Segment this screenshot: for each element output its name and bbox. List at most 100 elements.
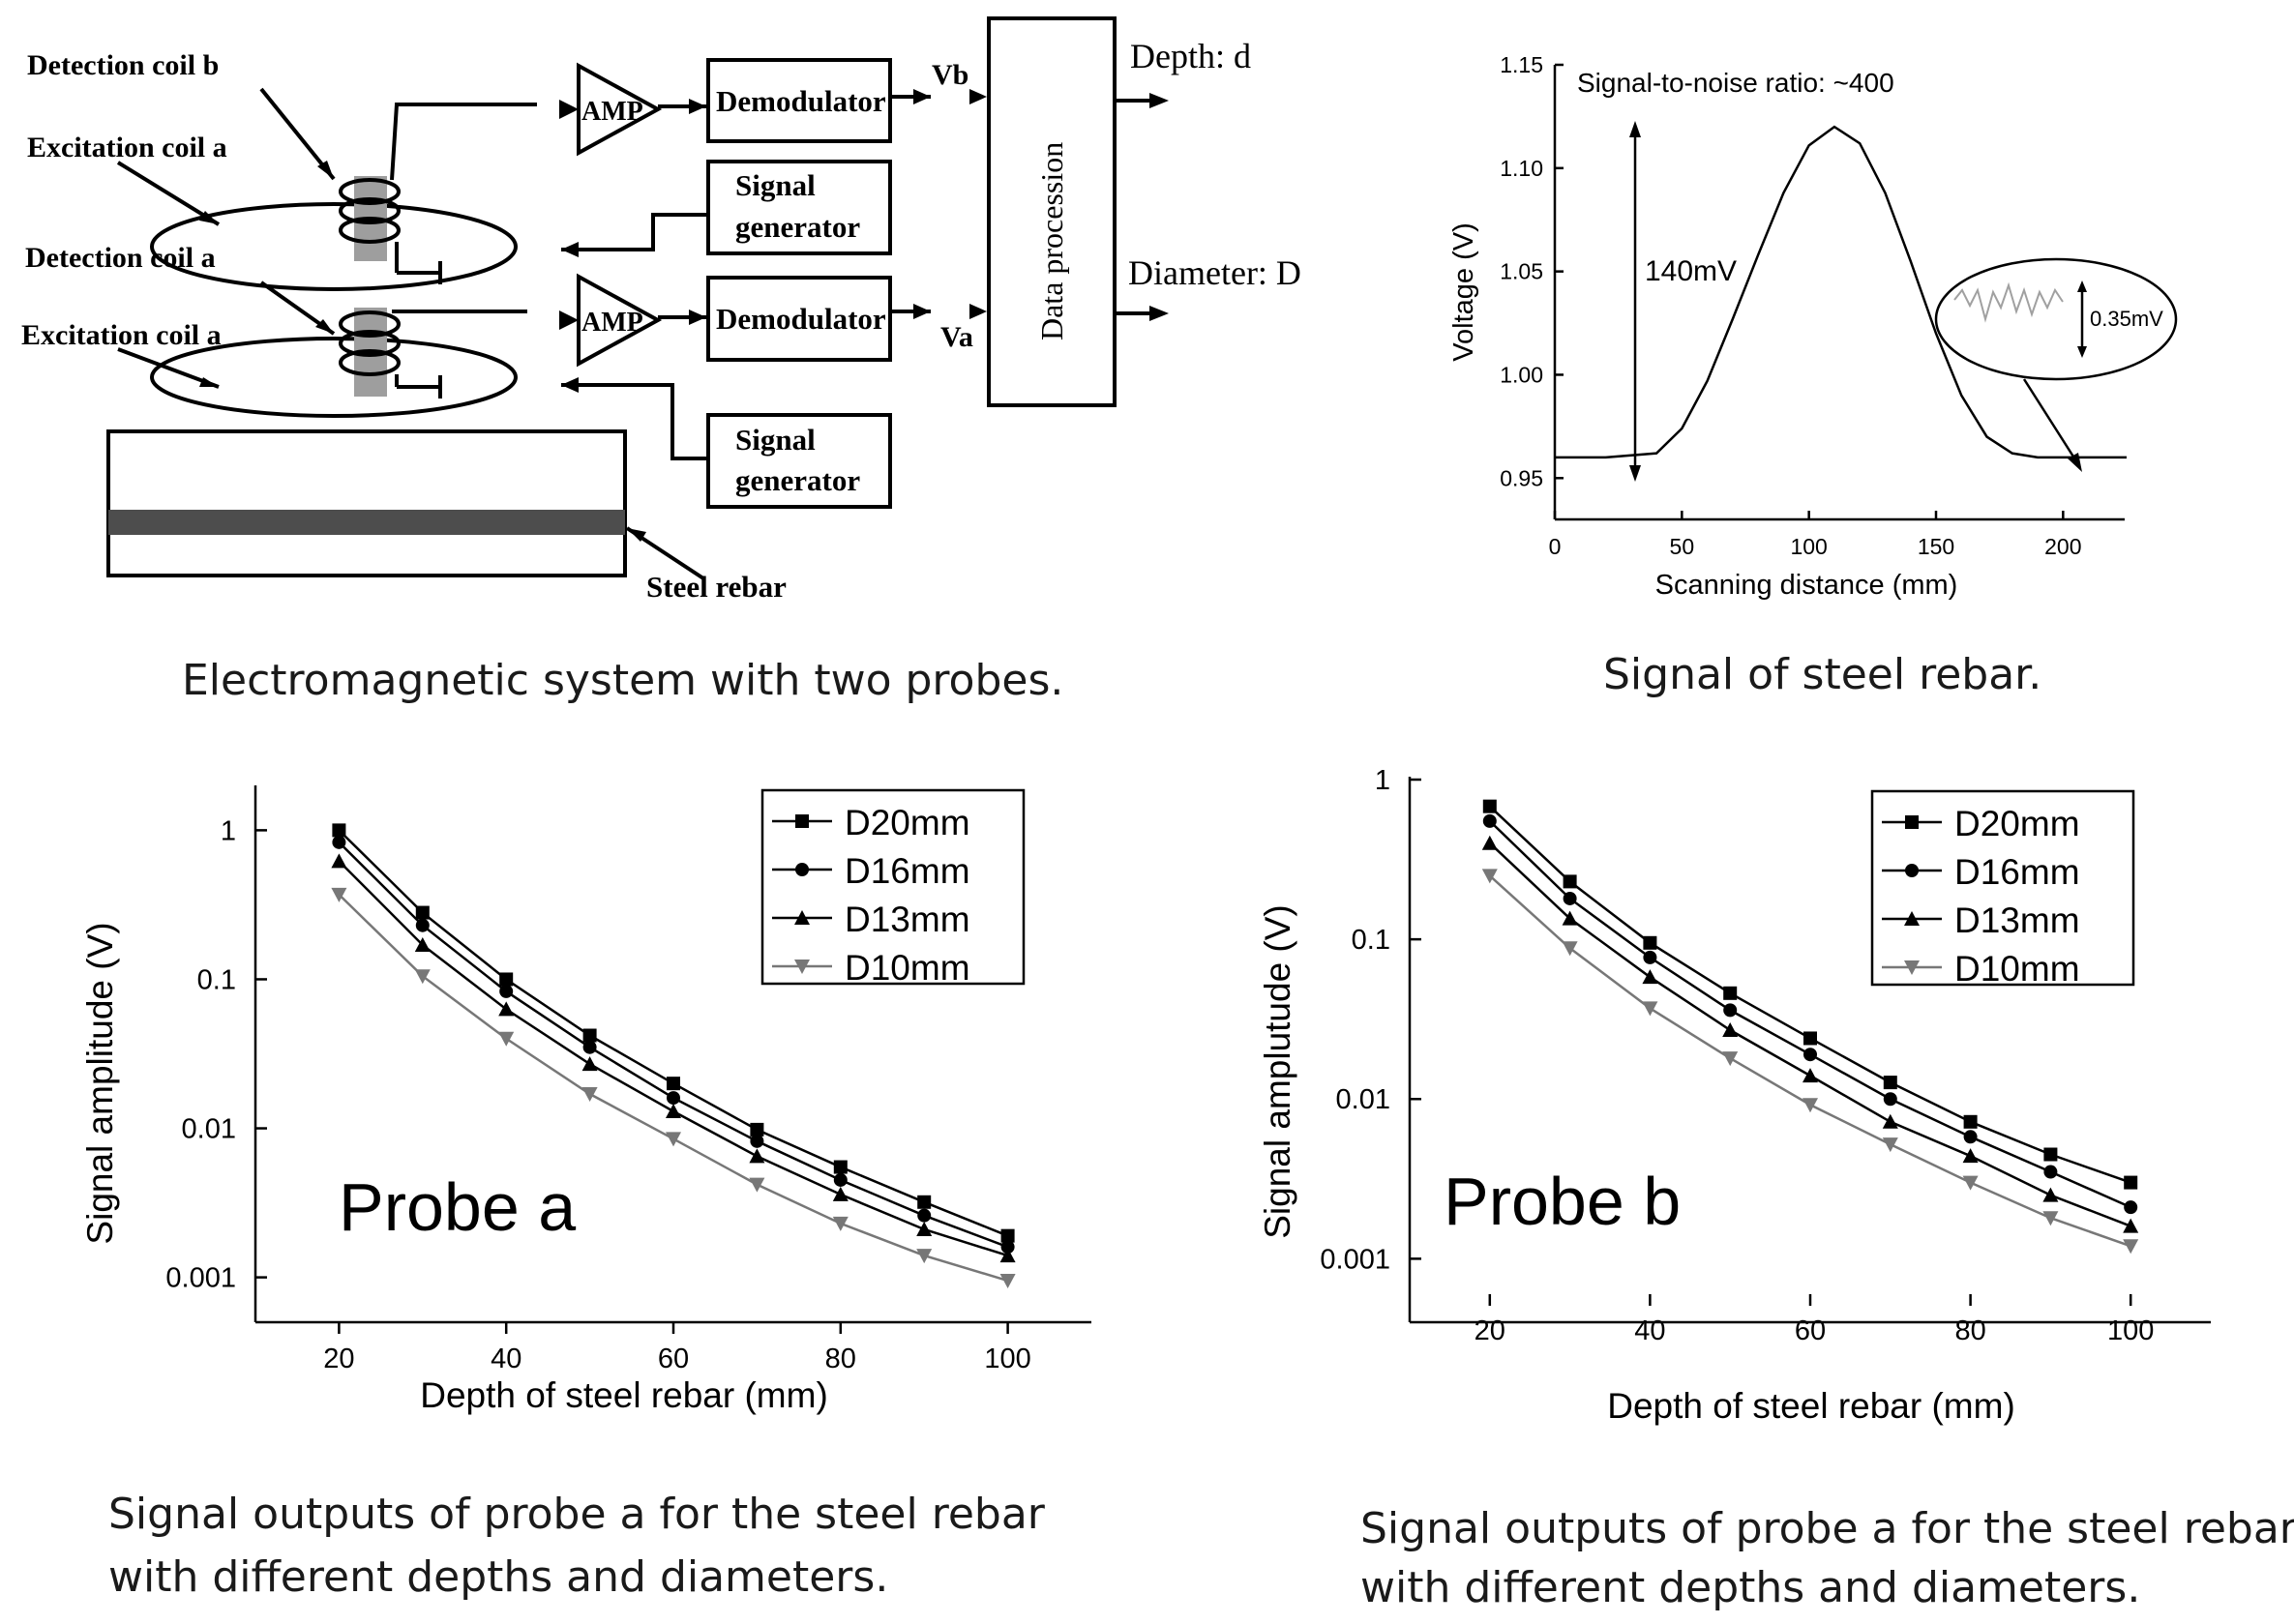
amp-upper-label: AMP (581, 97, 643, 127)
data-point-D16mm (332, 835, 346, 849)
legend-label: D13mm (1954, 901, 2080, 940)
depth-output-label: Depth: d (1130, 37, 1251, 75)
data-point-D13mm (2042, 1187, 2059, 1202)
data-point-D16mm (1723, 1003, 1738, 1018)
data-point-D16mm (1563, 891, 1577, 905)
legend-label: D10mm (845, 948, 970, 988)
data-point-D20mm (833, 1160, 848, 1174)
data-point-D20mm (1000, 1228, 1015, 1243)
label-detection-coil-a: Detection coil a (25, 242, 216, 274)
vb-label: Vb (932, 59, 968, 91)
x-tick-label: 80 (1954, 1315, 1985, 1346)
data-point-D10mm (1962, 1175, 1979, 1191)
x-tick-label: 0 (1549, 534, 1562, 559)
legend-marker (794, 910, 810, 925)
steel-rebar-label: Steel rebar (646, 570, 787, 604)
data-point-D20mm (1563, 874, 1577, 889)
y-tick-label: 0.01 (182, 1114, 236, 1145)
data-point-D13mm (1722, 1022, 1739, 1038)
x-axis-label: Depth of steel rebar (mm) (420, 1375, 828, 1415)
data-point-D20mm (750, 1122, 764, 1137)
excitation-coil-upper (150, 202, 518, 291)
legend-marker (1904, 960, 1920, 975)
legend-marker (1905, 815, 1919, 829)
label-excitation-coil-upper: Excitation coil a (27, 132, 227, 163)
data-point-D16mm (667, 1091, 680, 1106)
label-excitation-coil-lower: Excitation coil a (21, 319, 222, 351)
y-axis-label: Signal amplitude (V) (80, 922, 120, 1244)
y-tick-label: 1 (221, 815, 236, 846)
data-point-D10mm (999, 1274, 1016, 1289)
y-tick-label: 0.01 (1336, 1084, 1390, 1115)
legend-label: D20mm (845, 803, 970, 842)
x-tick-label: 60 (1795, 1315, 1826, 1346)
chart2-caption-line1: Signal outputs of probe a for the steel … (108, 1490, 1046, 1539)
y-tick-label: 0.1 (197, 964, 236, 995)
data-point-D10mm (1722, 1051, 1739, 1067)
data-point-D10mm (581, 1087, 598, 1103)
diameter-output-label: Diameter: D (1128, 253, 1301, 292)
data-point-D10mm (1562, 941, 1578, 957)
legend-box (1870, 789, 2135, 987)
chart2-caption-line2: with different depths and diameters. (108, 1552, 888, 1602)
data-point-D16mm (499, 984, 514, 998)
y-tick-label: 0.95 (1500, 465, 1543, 490)
data-point-D16mm (1883, 1092, 1897, 1107)
data-point-D13mm (749, 1148, 765, 1164)
noise-trace (1953, 281, 2064, 323)
data-point-D20mm (667, 1077, 680, 1091)
data-point-D16mm (833, 1172, 848, 1187)
data-point-D20mm (2043, 1147, 2058, 1162)
data-point-D13mm (1882, 1113, 1898, 1129)
legend-label: D16mm (845, 851, 970, 891)
data-point-D16mm (1000, 1240, 1015, 1255)
data-point-D20mm (1883, 1076, 1897, 1090)
data-point-D16mm (1482, 813, 1497, 828)
data-point-D10mm (666, 1132, 681, 1147)
data-point-D16mm (415, 918, 430, 932)
data-point-D13mm (832, 1186, 849, 1201)
data-point-D13mm (581, 1056, 598, 1072)
x-tick-label: 60 (658, 1343, 689, 1374)
data-point-D10mm (331, 887, 347, 902)
legend-marker (794, 960, 810, 974)
chart3-caption-line1: Signal outputs of probe a for the steel … (1360, 1504, 2294, 1553)
data-point-D20mm (332, 823, 346, 838)
label-detection-coil-b: Detection coil b (27, 49, 219, 81)
y-tick-label: 1 (1375, 765, 1390, 796)
x-axis-label: Depth of steel rebar (mm) (1607, 1386, 2015, 1426)
data-point-D13mm (1642, 969, 1658, 985)
data-point-D10mm (1642, 1001, 1658, 1017)
signal-generator-lower-line1: Signal (735, 423, 816, 457)
data-point-D10mm (1802, 1098, 1818, 1113)
va-label: Va (940, 321, 973, 353)
data-point-D10mm (749, 1177, 765, 1193)
x-tick-label: 40 (491, 1343, 521, 1374)
data-point-D20mm (582, 1028, 597, 1043)
x-axis-label: Scanning distance (mm) (1655, 570, 1958, 601)
diagram-caption: Electromagnetic system with two probes. (182, 656, 1063, 705)
data-point-D10mm (414, 969, 431, 985)
data-point-D13mm (1481, 835, 1498, 850)
signal-generator-lower-line2: generator (735, 463, 860, 497)
data-point-D10mm (2123, 1239, 2139, 1255)
data-point-D13mm (414, 936, 431, 952)
data-point-D10mm (832, 1216, 849, 1231)
demodulator-upper-label: Demodulator (716, 84, 886, 118)
data-point-D16mm (750, 1134, 764, 1148)
data-point-D10mm (1882, 1137, 1898, 1153)
data-procession-label: Data procession (1034, 142, 1069, 340)
data-point-D20mm (1963, 1114, 1978, 1129)
demodulator-lower-label: Demodulator (716, 302, 886, 336)
legend-label: D13mm (845, 900, 970, 939)
y-tick-label: 0.001 (165, 1263, 236, 1294)
legend-label: D10mm (1954, 949, 2080, 989)
data-point-D16mm (2043, 1165, 2058, 1179)
data-point-D20mm (1723, 986, 1738, 1000)
data-point-D13mm (916, 1221, 933, 1236)
legend-marker (795, 814, 809, 828)
